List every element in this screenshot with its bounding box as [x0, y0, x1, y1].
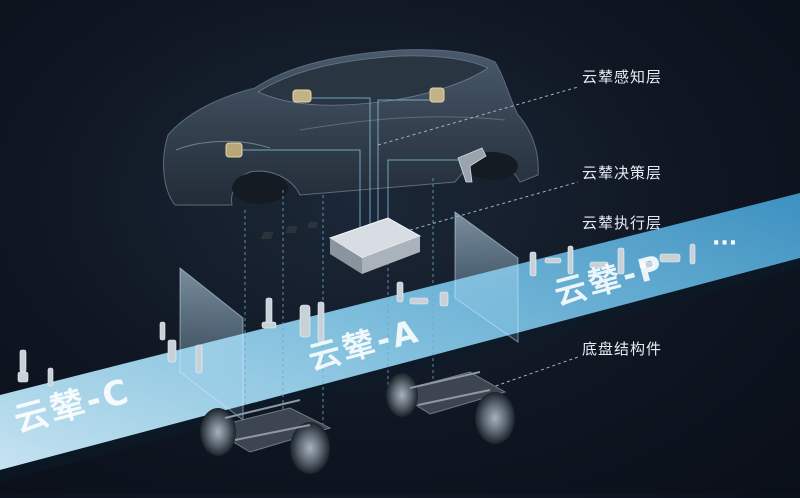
- controller-unit: [261, 217, 422, 274]
- chassis-c: [200, 399, 332, 474]
- label-perception-layer: 云辇感知层: [582, 68, 663, 86]
- label-decision-layer: 云辇决策层: [582, 164, 663, 182]
- band-ellipsis: ···: [712, 231, 737, 256]
- leader-lines: [377, 86, 579, 389]
- sensor-module-roof: [292, 89, 312, 103]
- glass-panel-right: [454, 211, 519, 343]
- label-execution-layer: 云辇执行层: [582, 214, 663, 232]
- label-chassis-structure: 底盘结构件: [582, 340, 663, 358]
- platform-band-shadow: [0, 258, 800, 482]
- signal-lines: [242, 97, 462, 228]
- car-body: [163, 49, 539, 206]
- suspension-part-rear: [457, 147, 487, 183]
- sensor-module-rear: [429, 87, 445, 103]
- suspension-components: [17, 243, 696, 387]
- sensor-module-front: [225, 142, 243, 158]
- chassis-a: [386, 371, 515, 444]
